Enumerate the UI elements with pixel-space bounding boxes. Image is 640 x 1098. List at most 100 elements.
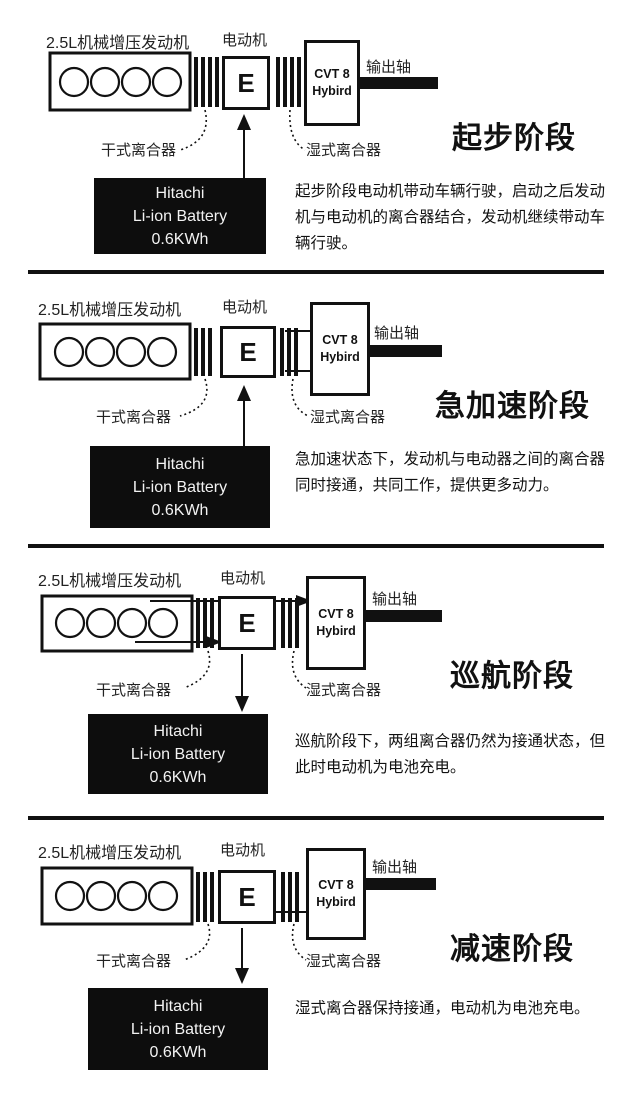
- arrow-head-up: [237, 385, 251, 401]
- arrow-head-down: [235, 696, 249, 712]
- cylinder: [53, 336, 85, 368]
- output-shaft: [364, 878, 436, 890]
- stage-title: 减速阶段: [450, 932, 574, 967]
- output-shaft-label: 输出轴: [366, 58, 412, 76]
- dry-clutch-plates: [196, 598, 214, 648]
- stage-description: 急加速状态下，发动机与电动器之间的离合器同时接通，共同工作，提供更多动力。: [295, 450, 606, 494]
- cvt-sublabel: Hybird: [312, 84, 352, 98]
- battery-type: Li-ion Battery: [130, 745, 226, 763]
- cvt-box: CVT 8 Hybird: [306, 848, 366, 940]
- battery-block: Hitachi Li-ion Battery 0.6KWh: [94, 178, 266, 254]
- dry-clutch-leader: [179, 378, 208, 417]
- dry-clutch-plates: [196, 872, 214, 922]
- battery-capacity: 0.6KWh: [149, 1043, 207, 1061]
- cylinder: [85, 880, 117, 912]
- drivetrain-diagram: [38, 322, 442, 446]
- stage-title: 巡航阶段: [450, 659, 574, 694]
- stage-panel-start: 2.5L机械增压发动机 电动机 E CVT 8 Hybird 输出轴 干式离合器…: [0, 0, 640, 272]
- dry-clutch-leader: [183, 650, 211, 689]
- arrow-head-right: [206, 636, 222, 648]
- motor-box: E: [220, 326, 276, 378]
- wet-clutch-leader: [291, 923, 307, 961]
- wet-clutch-plates: [281, 872, 299, 922]
- battery-block: Hitachi Li-ion Battery 0.6KWh: [88, 714, 268, 794]
- wet-clutch-plates: [280, 328, 298, 376]
- cylinder: [147, 880, 179, 912]
- cvt-box: CVT 8 Hybird: [306, 576, 366, 670]
- battery-capacity: 0.6KWh: [151, 501, 209, 519]
- battery-brand: Hitachi: [153, 997, 203, 1015]
- cvt-label: CVT 8: [322, 333, 358, 347]
- cylinder: [147, 607, 179, 639]
- stage-panel-deceleration: 2.5L机械增压发动机 电动机 E CVT 8 Hybird 输出轴 干式离合器…: [0, 820, 640, 1098]
- motor-box: E: [218, 596, 276, 650]
- cvt-sublabel: Hybird: [320, 350, 360, 364]
- section-divider: [28, 544, 604, 548]
- dry-clutch-plates: [194, 57, 219, 107]
- cvt-sublabel: Hybird: [316, 624, 356, 638]
- cylinder: [89, 66, 121, 98]
- battery-brand: Hitachi: [155, 184, 205, 202]
- engine-label: 2.5L机械增压发动机: [46, 35, 190, 52]
- dry-clutch-leader: [179, 109, 207, 151]
- cylinder: [146, 336, 178, 368]
- drivetrain-diagram: [48, 51, 438, 178]
- cylinder: [85, 607, 117, 639]
- motor-box: E: [218, 870, 276, 924]
- engine-label: 2.5L机械增压发动机: [38, 845, 182, 862]
- wet-clutch-label: 湿式离合器: [310, 408, 386, 426]
- output-shaft: [366, 345, 442, 357]
- stage-description: 湿式离合器保持接通，电动机为电池充电。: [295, 999, 590, 1017]
- output-shaft-label: 输出轴: [372, 858, 418, 876]
- cylinder: [58, 66, 90, 98]
- wet-clutch-leader: [291, 378, 309, 417]
- cvt-sublabel: Hybird: [316, 895, 356, 909]
- stage-description: 起步阶段电动机带动车辆行驶，启动之后发动机与电动机的离合器结合，发动机继续带动车…: [295, 182, 606, 252]
- cylinder: [120, 66, 152, 98]
- output-shaft-label: 输出轴: [372, 590, 418, 608]
- dry-clutch-label: 干式离合器: [96, 681, 172, 699]
- cylinder: [116, 880, 148, 912]
- battery-type: Li-ion Battery: [132, 207, 228, 225]
- stage-title: 起步阶段: [452, 121, 576, 156]
- wet-clutch-label: 湿式离合器: [306, 141, 382, 159]
- engine-label: 2.5L机械增压发动机: [38, 302, 182, 319]
- stage-title: 急加速阶段: [435, 389, 590, 424]
- motor-label: 电动机: [220, 569, 266, 587]
- battery-capacity: 0.6KWh: [151, 230, 209, 248]
- cylinder: [115, 336, 147, 368]
- motor-label: 电动机: [220, 841, 266, 859]
- wet-clutch-label: 湿式离合器: [306, 952, 382, 970]
- battery-brand: Hitachi: [153, 722, 203, 740]
- battery-block: Hitachi Li-ion Battery 0.6KWh: [90, 446, 270, 528]
- stage-panel-cruise: 2.5L机械增压发动机 电动机 E CVT 8 Hybird 输出轴 干式离合器…: [0, 548, 640, 820]
- drivetrain-diagram: [40, 594, 442, 712]
- arrow-head-right: [296, 595, 312, 607]
- section-divider: [28, 816, 604, 820]
- battery-type: Li-ion Battery: [132, 478, 228, 496]
- arrow-head-down: [235, 968, 249, 984]
- motor-box: E: [222, 56, 270, 110]
- wet-clutch-plates: [276, 57, 301, 107]
- battery-type: Li-ion Battery: [130, 1020, 226, 1038]
- stage-description: 巡航阶段下，两组离合器仍然为接通状态，但此时电动机为电池充电。: [295, 732, 606, 776]
- motor-label: 电动机: [222, 298, 268, 316]
- cvt-box: CVT 8 Hybird: [310, 302, 370, 396]
- dry-clutch-label: 干式离合器: [96, 408, 172, 426]
- cylinder: [116, 607, 148, 639]
- arrow-head-up: [237, 114, 251, 130]
- cvt-label: CVT 8: [314, 67, 350, 81]
- battery-block: Hitachi Li-ion Battery 0.6KWh: [88, 988, 268, 1070]
- cvt-box: CVT 8 Hybird: [304, 40, 360, 126]
- engine-label: 2.5L机械增压发动机: [38, 573, 182, 590]
- stage-panel-acceleration: 2.5L机械增压发动机 电动机 E CVT 8 Hybird 输出轴 干式离合器…: [0, 274, 640, 546]
- wet-clutch-leader: [288, 109, 306, 151]
- cylinder: [151, 66, 183, 98]
- section-divider: [28, 270, 604, 274]
- motor-label: 电动机: [222, 31, 268, 49]
- dry-clutch-plates: [194, 328, 212, 376]
- drivetrain-diagram: [40, 866, 436, 984]
- wet-clutch-plates: [281, 598, 299, 648]
- wet-clutch-leader: [291, 650, 307, 689]
- output-shaft: [358, 77, 438, 89]
